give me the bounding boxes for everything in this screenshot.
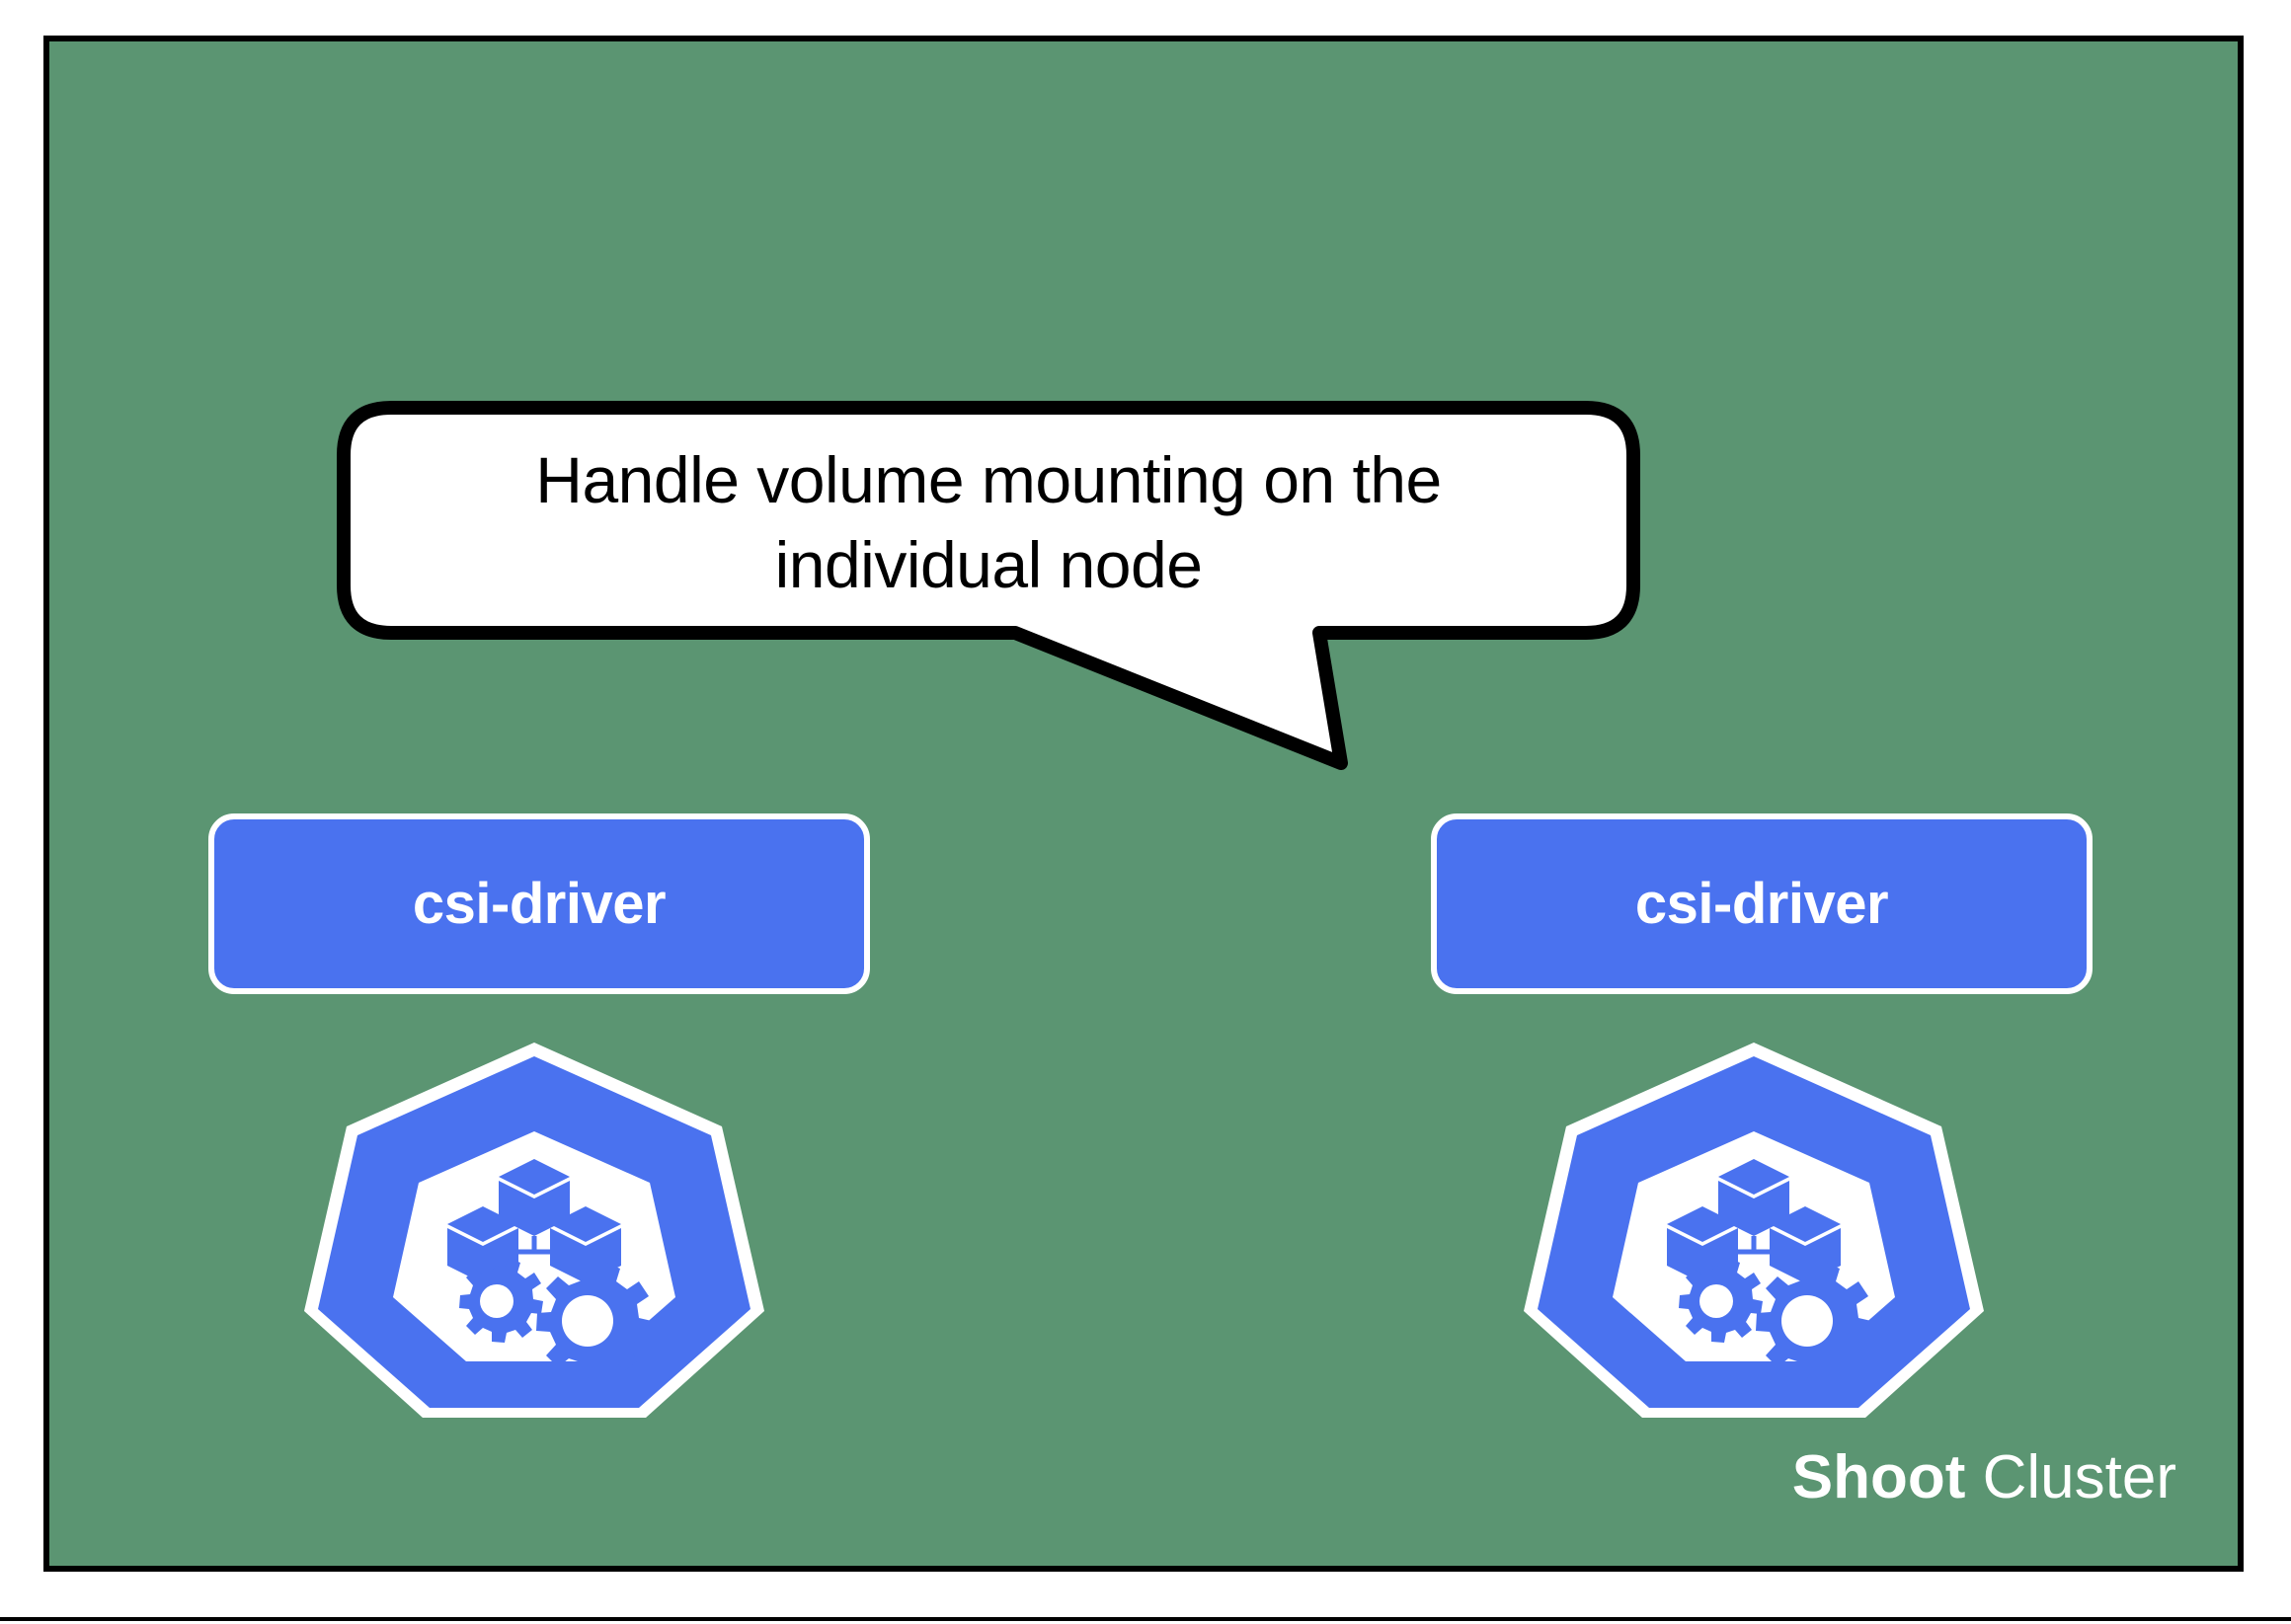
callout-bubble-shape xyxy=(337,401,1640,770)
callout-line-2: individual node xyxy=(774,528,1203,601)
csi-driver-label-left: csi-driver xyxy=(412,872,667,936)
kubernetes-node-icon-right xyxy=(1522,1033,1986,1428)
callout-text: Handle volume mounting on the individual… xyxy=(391,437,1586,607)
callout-line-1: Handle volume mounting on the xyxy=(535,443,1442,516)
cluster-caption-light: Cluster xyxy=(1965,1443,2176,1511)
csi-driver-box-left[interactable]: csi-driver xyxy=(208,813,870,994)
callout-bubble: Handle volume mounting on the individual… xyxy=(332,396,1645,781)
kubernetes-node-icon-left xyxy=(302,1033,766,1428)
cluster-caption: Shoot Cluster xyxy=(1792,1447,2176,1508)
bottom-divider xyxy=(0,1617,2291,1621)
csi-driver-box-right[interactable]: csi-driver xyxy=(1431,813,2093,994)
cluster-caption-bold: Shoot xyxy=(1791,1443,1966,1511)
csi-driver-label-right: csi-driver xyxy=(1634,872,1889,936)
shoot-cluster-panel: csi-driver csi-driver xyxy=(43,36,2244,1572)
